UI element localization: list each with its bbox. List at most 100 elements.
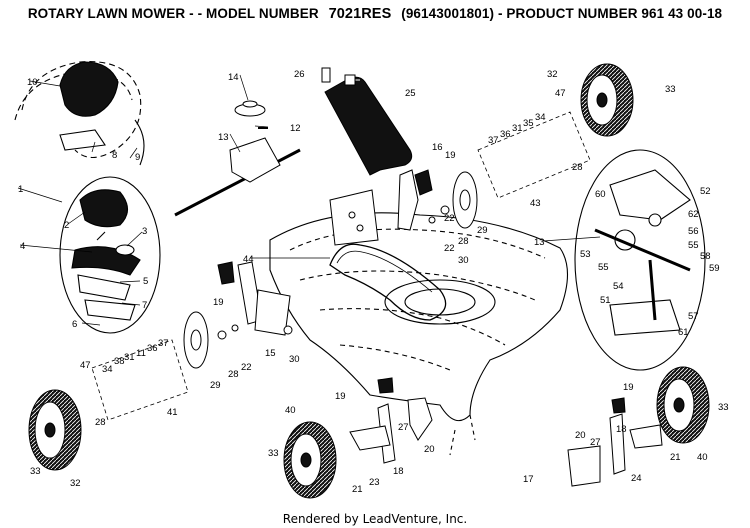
label-19-a: 19 — [445, 150, 456, 161]
label-60: 60 — [595, 189, 606, 200]
label-58: 58 — [700, 251, 711, 262]
label-62: 62 — [688, 209, 699, 220]
label-57: 57 — [688, 311, 699, 322]
label-37-b: 37 — [488, 135, 499, 146]
label-12: 12 — [290, 123, 301, 134]
render-credit: Rendered by LeadVenture, Inc. — [282, 512, 468, 526]
label-22-b: 22 — [444, 243, 455, 254]
handle-loop — [250, 243, 447, 321]
label-27-a: 27 — [398, 422, 409, 433]
front-height-bracket — [183, 261, 293, 369]
label-10: 10 — [27, 77, 38, 88]
label-1: 1 — [18, 184, 23, 195]
label-3: 3 — [142, 226, 147, 237]
diagram-title: ROTARY LAWN MOWER - - MODEL NUMBER 7021R… — [0, 6, 750, 22]
right-hardware-group — [477, 111, 591, 199]
label-13-top: 13 — [218, 132, 229, 143]
label-7: 7 — [142, 300, 147, 311]
label-27-b: 27 — [590, 437, 601, 448]
wheel-rear-right — [580, 63, 634, 137]
label-29-b: 29 — [210, 380, 221, 391]
label-56: 56 — [688, 226, 699, 237]
label-6: 6 — [72, 319, 77, 330]
label-33-c: 33 — [718, 402, 729, 413]
label-55-a: 55 — [688, 240, 699, 251]
label-28-d: 28 — [572, 162, 583, 173]
label-20-b: 20 — [575, 430, 586, 441]
label-20-a: 20 — [424, 444, 435, 455]
rear-height-bracket — [329, 169, 478, 246]
label-53: 53 — [580, 249, 591, 260]
label-17: 17 — [523, 474, 534, 485]
label-11: 11 — [136, 348, 146, 359]
label-54: 54 — [613, 281, 624, 292]
label-59: 59 — [709, 263, 720, 274]
title-suffix: (96143001801) - PRODUCT NUMBER 961 43 00… — [401, 6, 723, 21]
label-44: 44 — [243, 254, 254, 265]
label-14: 14 — [228, 72, 239, 83]
label-40-b: 40 — [697, 452, 708, 463]
label-24: 24 — [631, 473, 642, 484]
label-25: 25 — [405, 88, 416, 99]
label-52: 52 — [700, 186, 711, 197]
label-33-d: 33 — [665, 84, 676, 95]
label-29-a: 29 — [477, 225, 488, 236]
wheel-front-left — [28, 389, 82, 471]
label-28-a: 28 — [458, 236, 469, 247]
label-34-b: 34 — [535, 112, 546, 123]
transmission — [174, 100, 301, 217]
label-19-d: 19 — [623, 382, 634, 393]
label-36-a: 36 — [147, 343, 158, 354]
label-38: 38 — [114, 356, 125, 367]
label-9: 9 — [135, 152, 140, 163]
label-21-a: 21 — [352, 484, 363, 495]
label-19-c: 19 — [335, 391, 346, 402]
label-2: 2 — [64, 220, 69, 231]
label-31-b: 31 — [512, 123, 523, 134]
label-15: 15 — [265, 348, 276, 359]
label-28-b: 28 — [228, 369, 239, 380]
label-19-b: 19 — [213, 297, 224, 308]
label-33-a: 33 — [30, 466, 41, 477]
label-41: 41 — [167, 407, 178, 418]
label-61: 61 — [678, 327, 689, 338]
label-51: 51 — [600, 295, 611, 306]
label-13-b: 13 — [534, 237, 545, 248]
label-36-b: 36 — [500, 129, 511, 140]
grass-chute — [321, 67, 413, 176]
wheel-rear-bottom-right — [656, 366, 710, 444]
left-hardware-group — [91, 339, 189, 421]
label-33-b: 33 — [268, 448, 279, 459]
label-55-b: 55 — [598, 262, 609, 273]
leader-lines — [17, 74, 601, 326]
label-40-a: 40 — [285, 405, 296, 416]
label-35: 35 — [523, 118, 534, 129]
label-26: 26 — [294, 69, 305, 80]
label-22-a: 22 — [444, 213, 455, 224]
label-18-a: 18 — [393, 466, 404, 477]
label-31-a: 31 — [124, 352, 135, 363]
label-37-a: 37 — [158, 338, 169, 349]
bottom-brackets — [349, 377, 663, 487]
label-22-c: 22 — [241, 362, 252, 373]
label-21-b: 21 — [670, 452, 681, 463]
transmission-detail-circle — [574, 149, 706, 371]
label-32-a: 32 — [70, 478, 81, 489]
wheel-front-bottom — [283, 421, 337, 499]
label-34-a: 34 — [102, 364, 113, 375]
model-number: 7021RES — [328, 6, 392, 22]
control-detail-circle — [59, 176, 161, 334]
label-16: 16 — [432, 142, 443, 153]
label-4: 4 — [20, 241, 25, 252]
title-prefix: ROTARY LAWN MOWER - - MODEL NUMBER — [27, 6, 319, 21]
label-23: 23 — [369, 477, 380, 488]
label-30-b: 30 — [289, 354, 300, 365]
label-18-b: 18 — [616, 424, 627, 435]
label-28-c: 28 — [95, 417, 106, 428]
mower-deck — [269, 212, 568, 456]
label-32-b: 32 — [547, 69, 558, 80]
label-8: 8 — [112, 150, 117, 161]
label-47-b: 47 — [555, 88, 566, 99]
part-labels: 10 8 9 1 2 3 4 5 7 6 14 12 13 26 25 16 1… — [18, 69, 729, 495]
label-47-a: 47 — [80, 360, 91, 371]
